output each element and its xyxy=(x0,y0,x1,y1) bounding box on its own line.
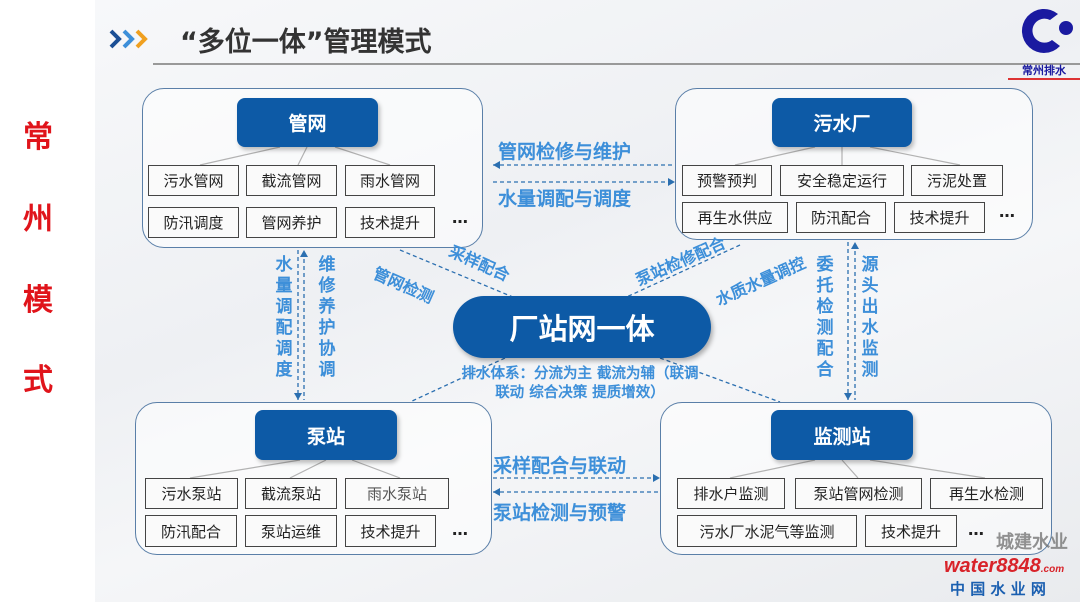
center-hub: 厂站网一体 xyxy=(453,296,711,358)
list-item: 安全稳定运行 xyxy=(780,165,904,196)
more-ellipsis: … xyxy=(452,520,468,539)
link-label-vertical: 委托检测配合 xyxy=(816,255,834,380)
group-pipe-network-title: 管网 xyxy=(237,98,378,147)
group-monitoring-station-title: 监测站 xyxy=(771,410,913,460)
list-item: 技术提升 xyxy=(894,202,985,233)
side-char: 模 xyxy=(23,283,53,318)
group-sewage-plant-title: 污水厂 xyxy=(772,98,912,147)
list-item: 管网养护 xyxy=(246,207,337,238)
page-title: “多位一体”管理模式 xyxy=(180,27,432,58)
list-item: 再生水检测 xyxy=(930,478,1043,509)
watermark-brand-name: water8848 xyxy=(944,555,1041,577)
list-item: 雨水管网 xyxy=(345,165,435,196)
list-item: 污泥处置 xyxy=(911,165,1003,196)
list-item: 截流泵站 xyxy=(245,478,337,509)
side-char: 常 xyxy=(23,120,53,155)
side-char: 式 xyxy=(23,363,53,398)
link-label-vertical: 维修养护协调 xyxy=(318,255,336,380)
list-item: 泵站管网检测 xyxy=(795,478,922,509)
list-item: 污水厂水泥气等监测 xyxy=(677,515,857,547)
chevrons-icon xyxy=(109,29,148,49)
group-pump-station-title: 泵站 xyxy=(255,410,397,460)
more-ellipsis: … xyxy=(968,520,984,539)
link-label-vertical: 源头出水监测 xyxy=(861,255,879,380)
list-item: 技术提升 xyxy=(345,207,435,238)
title-divider xyxy=(153,63,1080,65)
more-ellipsis: … xyxy=(999,202,1015,221)
list-item: 污水管网 xyxy=(148,165,239,196)
link-label: 水量调配与调度 xyxy=(498,188,632,210)
link-label: 采样配合与联动 xyxy=(493,455,627,477)
logo: 常州排水 xyxy=(1008,2,1080,80)
list-item: 泵站运维 xyxy=(245,515,337,547)
list-item: 截流管网 xyxy=(246,165,337,196)
list-item: 再生水供应 xyxy=(682,202,788,233)
link-label-vertical: 水量调配调度 xyxy=(275,255,293,380)
more-ellipsis: … xyxy=(452,208,468,227)
logo-text: 常州排水 xyxy=(1008,62,1080,80)
side-char: 州 xyxy=(23,202,53,237)
list-item: 防汛调度 xyxy=(148,207,239,238)
link-label: 管网检修与维护 xyxy=(498,141,632,163)
link-label: 泵站检测与预警 xyxy=(493,502,627,524)
list-item: 雨水泵站 xyxy=(345,478,449,509)
watermark-site: 中 国 水 业 网 xyxy=(950,580,1046,598)
list-item: 防汛配合 xyxy=(796,202,886,233)
list-item: 技术提升 xyxy=(345,515,436,547)
watermark-brand-suffix: .com xyxy=(1040,564,1065,575)
list-item: 防汛配合 xyxy=(145,515,237,547)
watermark-brand: water8848.com xyxy=(944,555,1064,581)
list-item: 污水泵站 xyxy=(145,478,238,509)
center-description: 排水体系：分流为主 截流为辅（联调联动 综合决策 提质增效） xyxy=(461,366,699,401)
list-item: 排水户监测 xyxy=(677,478,785,509)
list-item: 预警预判 xyxy=(682,165,772,196)
watermark-wechat: 城建水业 xyxy=(996,532,1068,553)
list-item: 技术提升 xyxy=(865,515,957,547)
